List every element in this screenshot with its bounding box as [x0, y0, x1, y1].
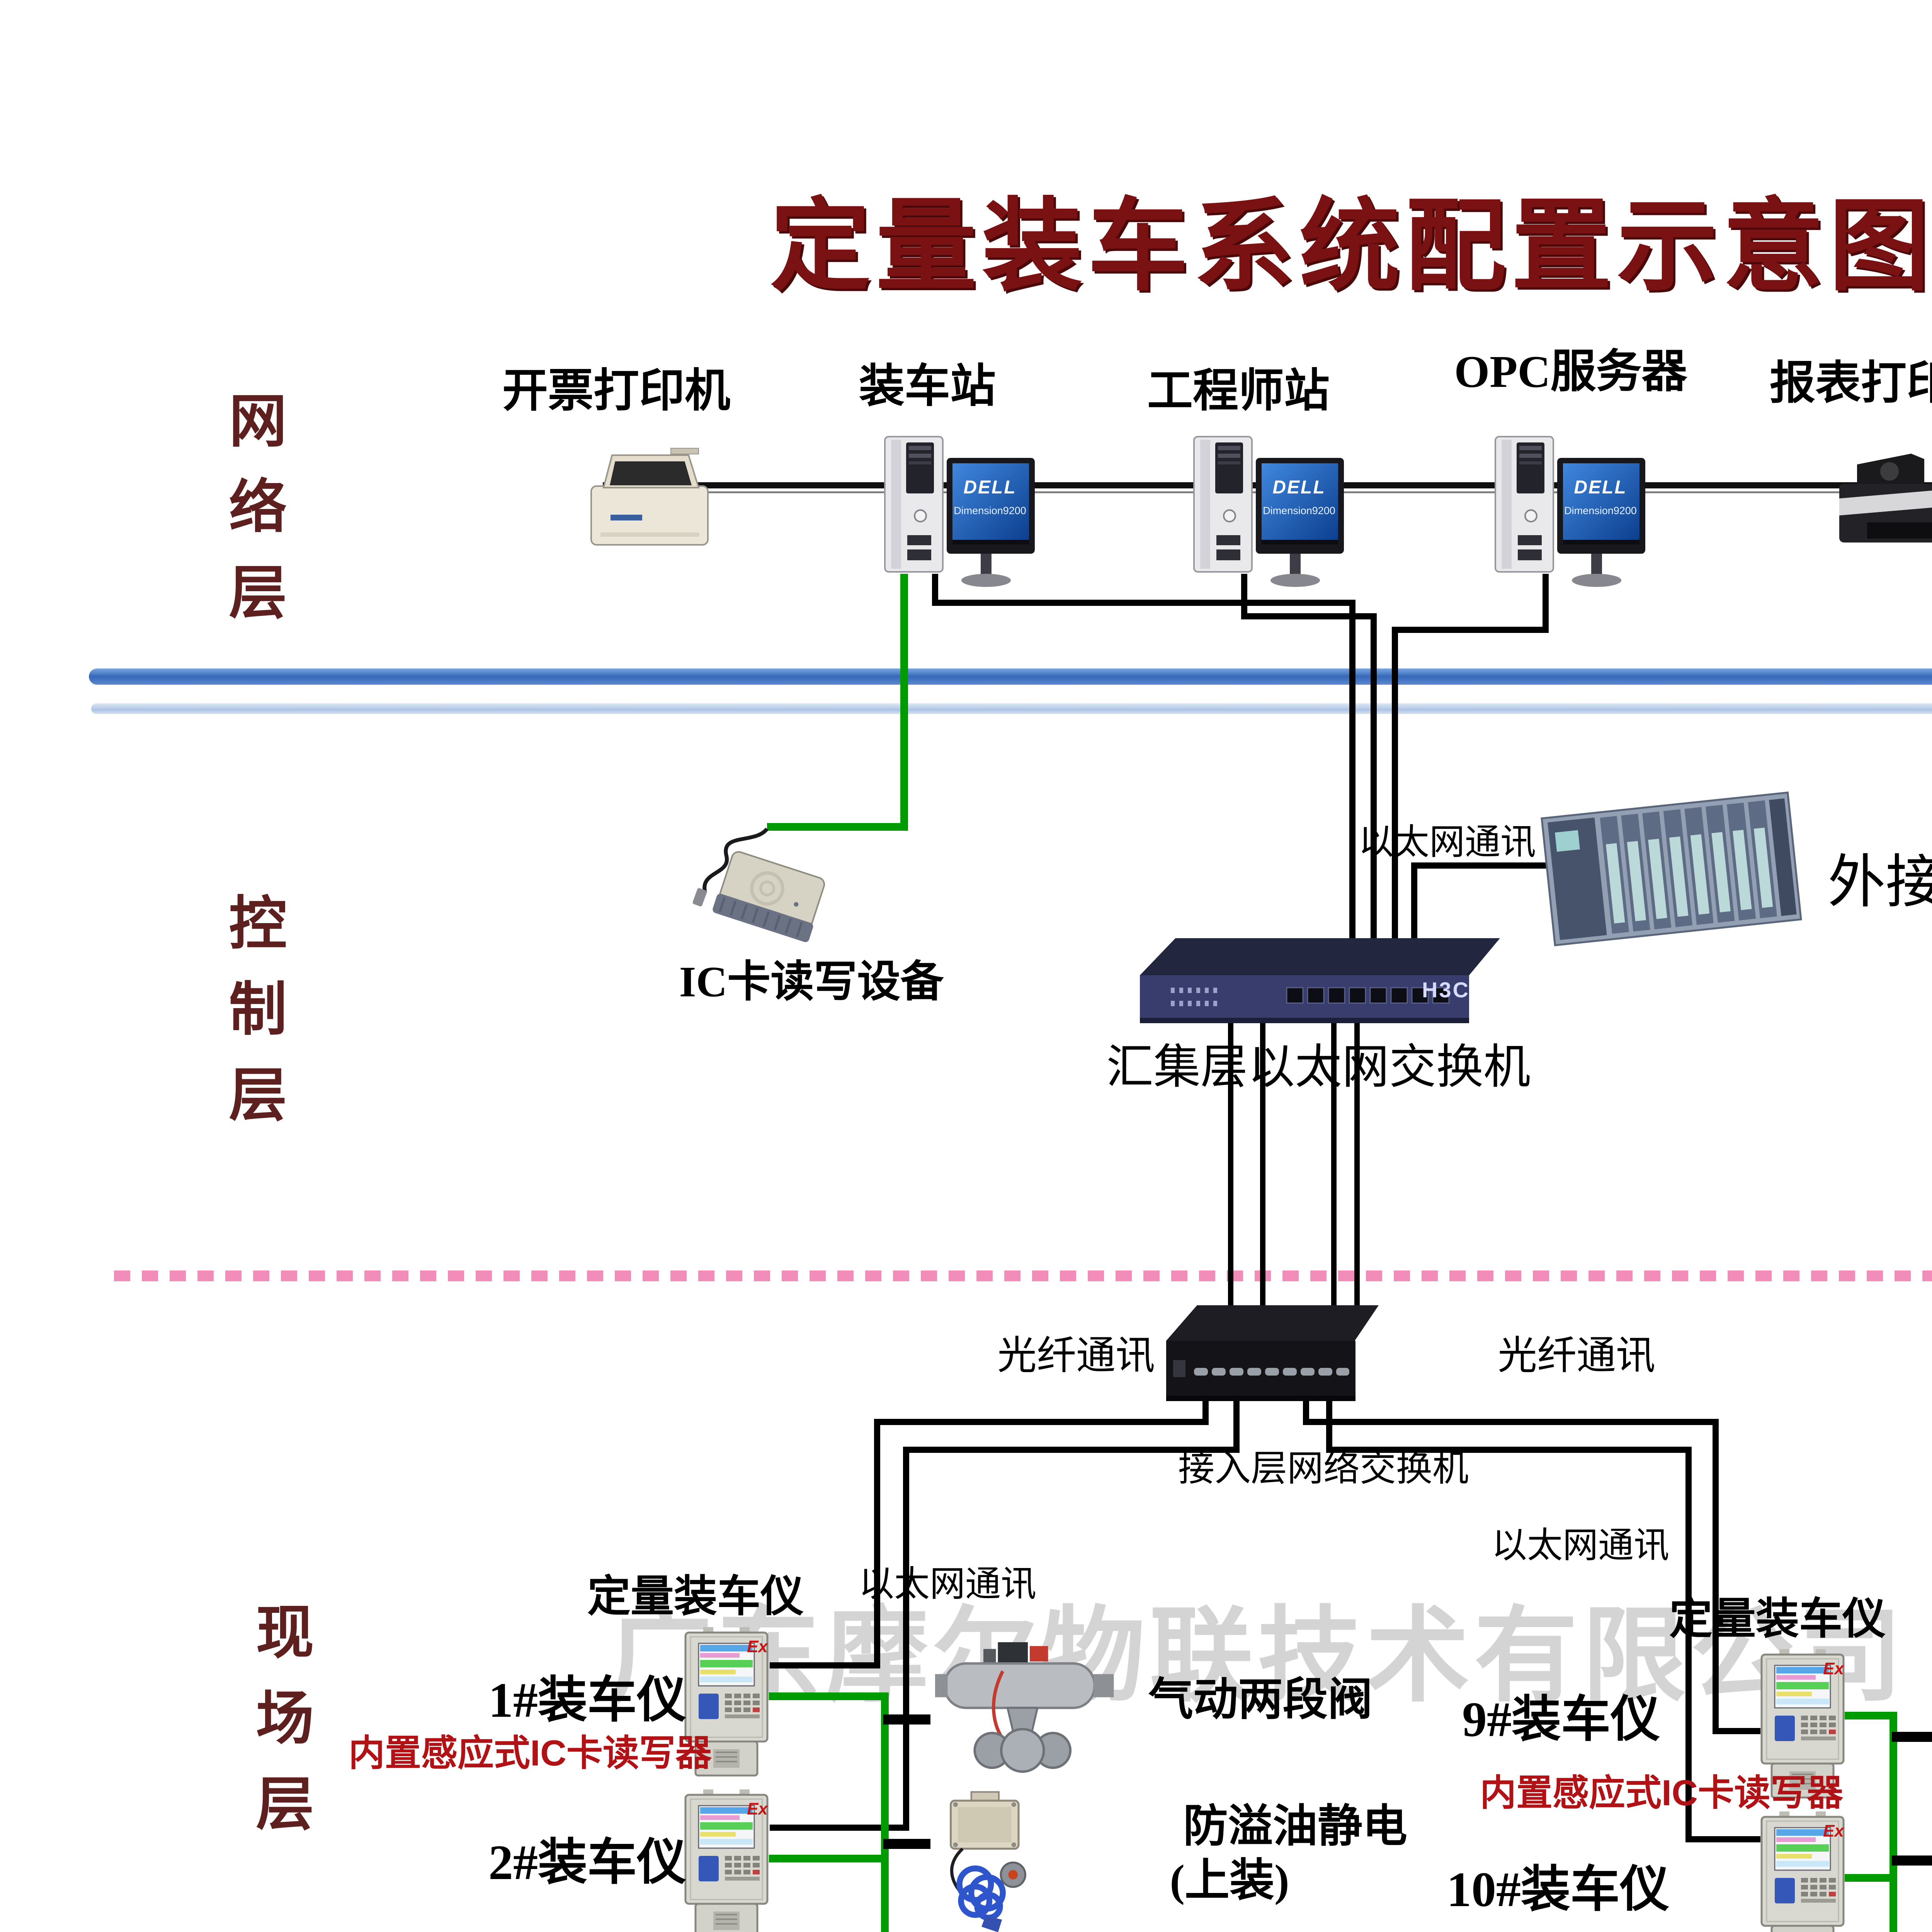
- blue-bus-bar-light: [91, 703, 1932, 714]
- plc-rack: [1541, 791, 1802, 946]
- layer-label-field: 现场层: [247, 1602, 311, 1859]
- monitor-model-2: Dimension9200: [1263, 505, 1335, 517]
- ic-reader-green-wire: [767, 574, 908, 831]
- plc-link-wire: [1411, 862, 1577, 939]
- left-label-valve: 气动两段阀: [1148, 1675, 1372, 1725]
- layer-label-control: 控制层: [220, 893, 284, 1150]
- left-group-title: 定量装车仪: [587, 1572, 804, 1621]
- label-bay-10: 10#装车仪: [1446, 1862, 1670, 1917]
- label-ic-reader: IC卡读写设备: [679, 958, 944, 1006]
- label-report-printer: 报表打印机: [1769, 358, 1932, 409]
- label-loading-station: 装车站: [859, 361, 996, 412]
- ex-mark-2: Ex: [747, 1799, 768, 1819]
- switch-interlink-wires: [1228, 1023, 1360, 1312]
- monitor-brand-3: DELL: [1574, 477, 1627, 498]
- left-field-wires: [769, 1692, 930, 1932]
- right-group-title: 定量装车仪: [1669, 1594, 1886, 1643]
- switch-brand-logo: H3C: [1422, 977, 1470, 1002]
- label-opc-server: OPC服务器: [1454, 346, 1687, 397]
- access-switch: [1166, 1305, 1379, 1401]
- report-printer: [1839, 454, 1932, 543]
- label-bay-1: 1#装车仪: [488, 1672, 687, 1728]
- ex-mark-10: Ex: [1823, 1821, 1844, 1841]
- label-engineer-station: 工程师站: [1147, 366, 1330, 417]
- ex-mark-9: Ex: [1823, 1659, 1844, 1679]
- left-label-static-sub: (上装): [1170, 1856, 1289, 1906]
- label-ethernet-plc: 以太网通讯: [1358, 822, 1536, 862]
- aggregation-switch: [1140, 938, 1500, 1023]
- page-title: 定量装车系统配置示意图: [770, 191, 1932, 303]
- label-plc-system: 外接PLC/DCS系统: [1827, 849, 1932, 914]
- right-field-wires: [1845, 1712, 1932, 1932]
- left-ethernet-label: 以太网通讯: [858, 1564, 1037, 1604]
- label-aggregation-switch: 汇集层以太网交换机: [1106, 1041, 1531, 1094]
- left-ic-note: 内置感应式IC卡读写器: [348, 1733, 712, 1774]
- static-device-left: [951, 1792, 1026, 1932]
- ethernet-wires-top: [932, 574, 1577, 939]
- left-label-static: 防溢油静电: [1183, 1802, 1407, 1852]
- monitor-model-1: Dimension9200: [954, 505, 1026, 517]
- label-fiber-left: 光纤通讯: [997, 1333, 1155, 1378]
- monitor-model-3: Dimension9200: [1564, 505, 1637, 517]
- layer-label-network: 网络层: [220, 390, 284, 648]
- blue-bus-bar-dark: [89, 668, 1932, 685]
- valve-left: [935, 1642, 1114, 1772]
- label-bay-9: 9#装车仪: [1462, 1692, 1660, 1747]
- label-fiber-right: 光纤通讯: [1498, 1333, 1655, 1378]
- field-feed-wires: [770, 1401, 1760, 1842]
- label-access-switch: 接入层网络交换机: [1178, 1448, 1469, 1489]
- right-ethernet-label: 以太网通讯: [1491, 1526, 1670, 1565]
- label-invoice-printer: 开票打印机: [502, 366, 731, 417]
- ic-card-reader: [692, 827, 825, 942]
- label-bay-2: 2#装车仪: [488, 1835, 687, 1890]
- monitor-brand-2: DELL: [1272, 477, 1326, 498]
- monitor-brand-1: DELL: [963, 477, 1017, 498]
- right-ic-note: 内置感应式IC卡读写器: [1480, 1772, 1844, 1813]
- invoice-printer: [590, 448, 709, 546]
- ex-mark-1: Ex: [747, 1637, 768, 1656]
